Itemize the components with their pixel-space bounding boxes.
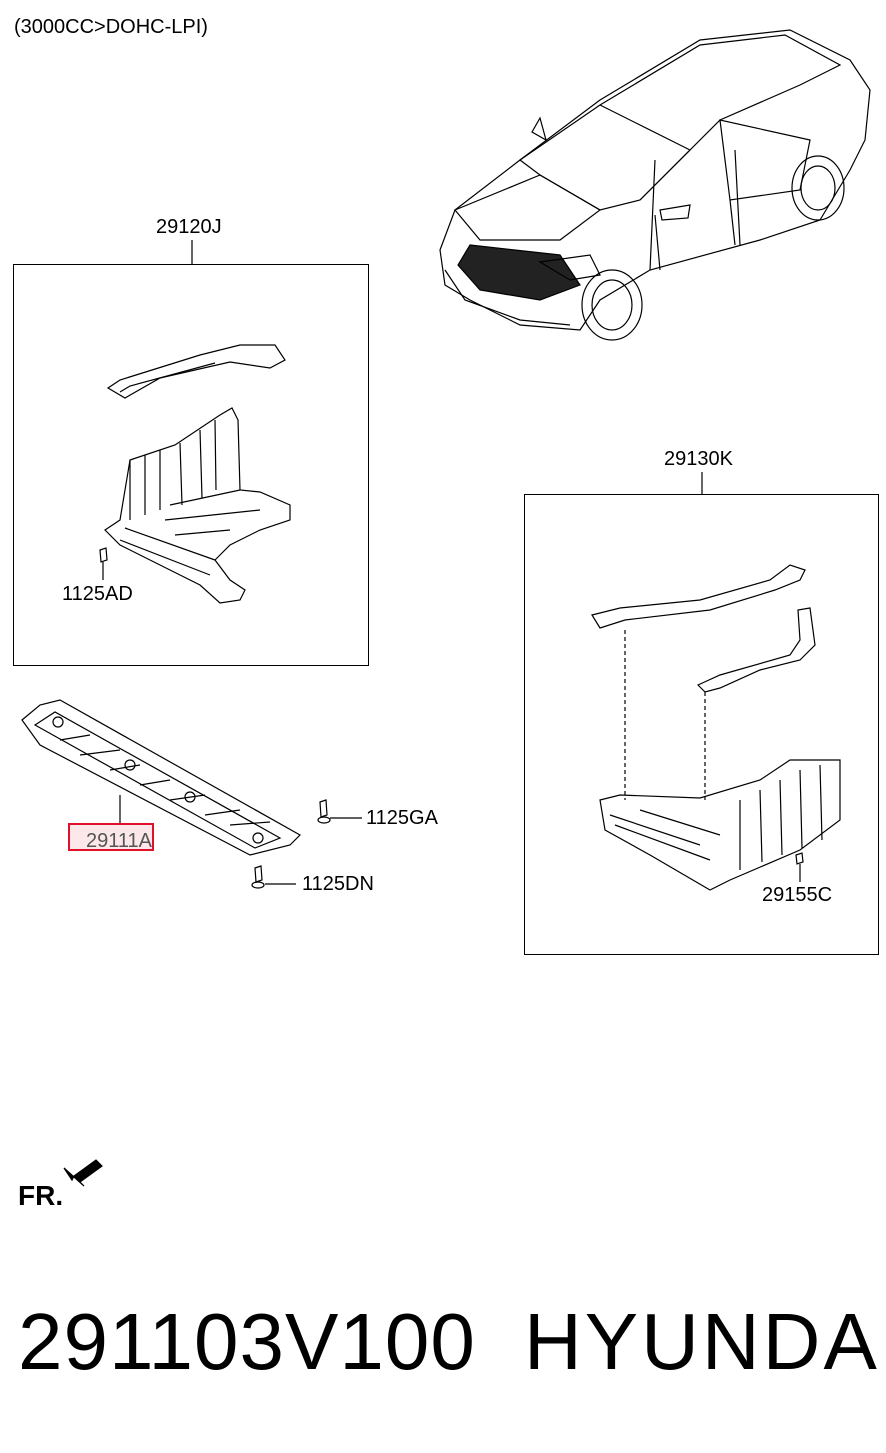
bolt-ga-drawing bbox=[317, 799, 362, 824]
engine-variant-label: (3000CC>DOHC-LPI) bbox=[14, 16, 208, 38]
callout-29120j[interactable]: 29120J bbox=[156, 216, 222, 238]
front-undercover-parts bbox=[99, 344, 291, 604]
rear-undercover-parts bbox=[591, 564, 841, 891]
front-group-box bbox=[13, 264, 369, 666]
selected-part-highlight bbox=[68, 823, 154, 851]
main-panel-drawing bbox=[21, 699, 301, 856]
callout-1125ad[interactable]: 1125AD bbox=[62, 583, 133, 605]
fr-arrow-icon bbox=[63, 1159, 103, 1187]
part-number: 291103V100 bbox=[18, 1297, 476, 1386]
brand-name: HYUNDAI bbox=[524, 1297, 886, 1386]
front-direction-label: FR. bbox=[18, 1180, 64, 1211]
callout-29130k[interactable]: 29130K bbox=[664, 448, 733, 470]
callout-1125dn[interactable]: 1125DN bbox=[302, 873, 374, 895]
callout-1125ga[interactable]: 1125GA bbox=[366, 807, 438, 829]
bolt-dn-drawing bbox=[251, 865, 296, 889]
callout-29155c[interactable]: 29155C bbox=[762, 884, 833, 906]
rear-group-box bbox=[524, 494, 879, 955]
callout-29111a[interactable]: 29111A bbox=[86, 830, 152, 852]
car-drawing bbox=[439, 29, 871, 341]
